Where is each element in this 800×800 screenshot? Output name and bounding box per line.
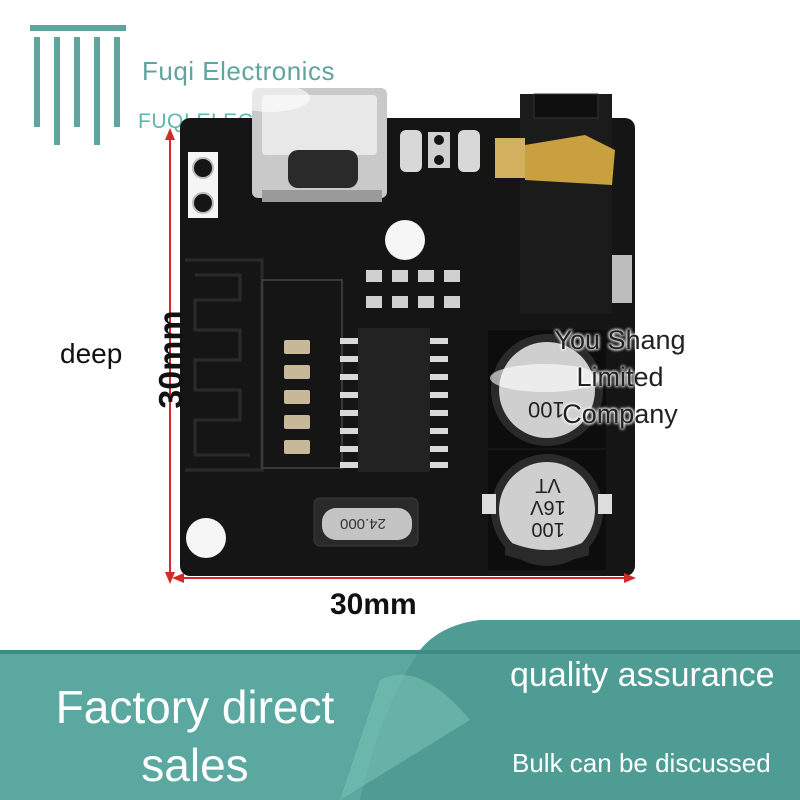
bottom-banner	[0, 620, 800, 800]
crystal-label: 24.000	[340, 515, 386, 532]
dimension-vertical-label: 30mm	[152, 310, 191, 409]
bulk-discussion-text: Bulk can be discussed	[512, 748, 771, 778]
capacitor-lower-line2: 16V	[530, 496, 566, 518]
factory-direct-text: Factory direct sales	[30, 678, 360, 794]
capacitor-lower-line3: 100	[531, 518, 565, 540]
capacitor-lower-line1: VT	[535, 474, 561, 496]
logo-icon	[30, 25, 126, 145]
factory-line1: Factory direct	[55, 681, 335, 733]
company-label: You Shang Limited Company	[508, 322, 732, 433]
factory-line2: sales	[141, 739, 249, 791]
quality-assurance-text: quality assurance	[510, 656, 775, 694]
dimension-horizontal-label: 30mm	[330, 588, 417, 621]
company-line1: You Shang Limited	[554, 325, 686, 392]
capacitor-lower-label: 100 16V VT	[526, 474, 570, 540]
side-label: deep	[60, 338, 123, 369]
company-line2: Company	[562, 399, 678, 429]
brand-name: Fuqi Electronics	[142, 56, 335, 86]
